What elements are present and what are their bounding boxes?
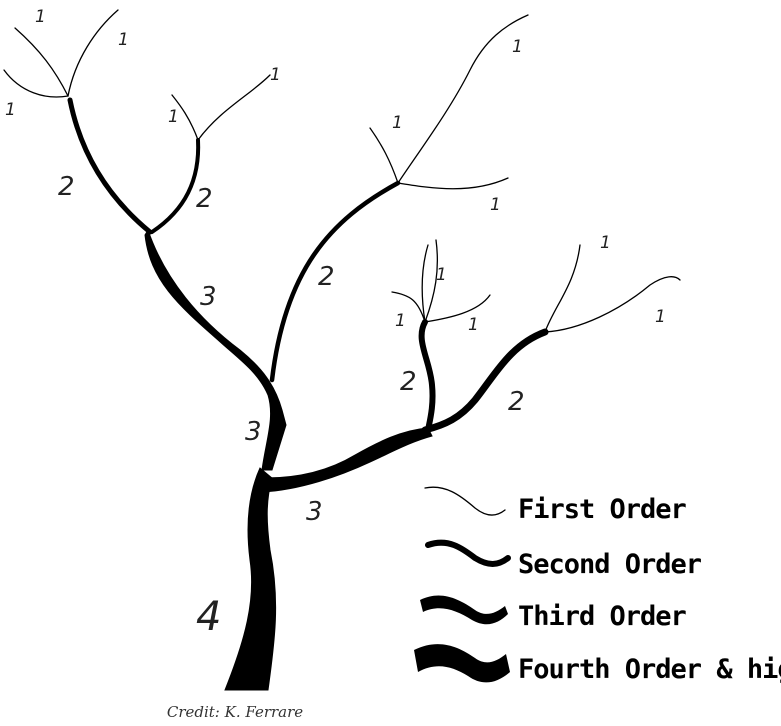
first-order-branch <box>398 178 508 189</box>
order-label-1: 1 <box>436 265 447 285</box>
first-order-branch <box>398 15 528 183</box>
credit-caption: Credit: K. Ferrare <box>0 703 470 721</box>
legend-first-order-swatch <box>425 487 505 515</box>
order-label-3: 3 <box>200 282 217 312</box>
order-label-1: 1 <box>5 100 16 120</box>
order-label-3: 3 <box>245 417 262 447</box>
first-order-branches <box>4 10 680 332</box>
legend: First Order Second Order Third Order Fou… <box>414 487 781 685</box>
order-label-2: 2 <box>318 262 335 292</box>
order-label-1: 1 <box>655 307 666 327</box>
second-order-branch <box>272 183 398 380</box>
first-order-branch <box>545 245 580 332</box>
order-label-2: 2 <box>58 172 75 202</box>
first-order-branch <box>370 128 398 183</box>
order-label-1: 1 <box>395 311 406 331</box>
order-label-2: 2 <box>508 387 525 417</box>
order-labels: 1 1 1 1 1 1 1 1 1 1 1 1 1 2 2 2 2 2 3 3 … <box>5 7 666 640</box>
first-order-branch <box>198 75 270 140</box>
legend-fourth-order-label: Fourth Order & higher <box>518 654 781 685</box>
order-label-1: 1 <box>270 65 281 85</box>
third-order-branch <box>145 230 286 470</box>
first-order-branch <box>68 10 118 96</box>
order-label-3: 3 <box>306 497 323 527</box>
order-label-1: 1 <box>490 195 501 215</box>
first-order-branch <box>4 70 68 97</box>
second-order-branch <box>422 322 433 430</box>
second-order-branches <box>70 100 545 430</box>
legend-third-order-swatch <box>420 595 508 624</box>
order-label-1: 1 <box>512 37 523 57</box>
first-order-branch <box>15 28 68 96</box>
legend-second-order-label: Second Order <box>518 549 702 580</box>
order-label-1: 1 <box>392 113 403 133</box>
first-order-branch <box>422 245 428 322</box>
second-order-branch <box>425 332 545 430</box>
order-label-1: 1 <box>118 30 129 50</box>
third-order-branches <box>145 230 432 492</box>
order-label-1: 1 <box>35 7 46 27</box>
legend-fourth-order-swatch <box>414 644 510 682</box>
order-label-2: 2 <box>400 367 417 397</box>
legend-first-order-label: First Order <box>518 494 687 525</box>
legend-second-order-swatch <box>428 543 508 564</box>
second-order-branch <box>70 100 150 232</box>
order-label-4: 4 <box>196 594 221 640</box>
fourth-order-trunk <box>225 468 276 690</box>
order-label-2: 2 <box>196 184 213 214</box>
order-label-1: 1 <box>600 233 611 253</box>
legend-third-order-label: Third Order <box>518 601 687 632</box>
second-order-branch <box>152 140 198 232</box>
order-label-1: 1 <box>168 107 179 127</box>
order-label-1: 1 <box>468 315 479 335</box>
first-order-branch <box>425 295 490 322</box>
third-order-branch <box>262 428 432 492</box>
